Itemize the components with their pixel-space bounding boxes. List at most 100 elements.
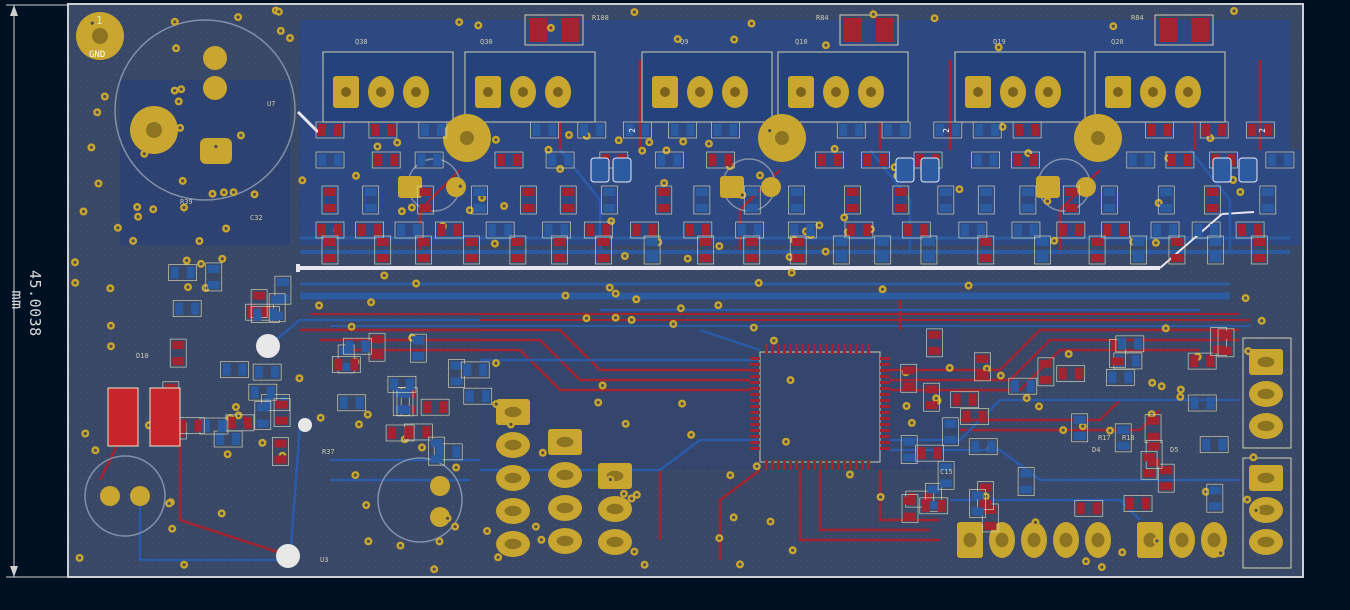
through-hole-pads[interactable] <box>200 46 1096 198</box>
smd-outline <box>519 185 537 215</box>
smd-pad <box>935 124 944 136</box>
blue-trace-segment <box>950 498 1141 521</box>
mounting-pads[interactable] <box>76 12 1122 543</box>
test-points[interactable] <box>256 334 312 568</box>
smd-pad <box>603 188 616 196</box>
ic-pin <box>831 460 834 470</box>
ic-pin <box>795 344 798 354</box>
red-trace-segment <box>300 328 750 372</box>
smd-pad <box>1073 431 1086 440</box>
blue-trace-segment <box>559 149 602 250</box>
highlighted-net-track[interactable] <box>296 110 1255 272</box>
smd-pad <box>420 124 429 136</box>
via-hole <box>1164 326 1168 330</box>
smd-outline <box>1199 121 1229 139</box>
smd-pad <box>1010 380 1019 393</box>
smd-pad <box>334 224 342 236</box>
smd-pad <box>1218 438 1227 451</box>
smd-pad <box>1254 224 1263 236</box>
smd-pad <box>894 204 907 212</box>
ic-pin <box>789 460 792 470</box>
smd-pad <box>1111 357 1124 366</box>
smd-pad <box>973 154 982 166</box>
smd-outline <box>958 221 988 239</box>
smd-outline <box>1115 335 1145 353</box>
ic-pin <box>880 399 890 402</box>
smd-outline <box>926 328 943 358</box>
smd-pad <box>1209 238 1222 246</box>
ic-pin <box>849 344 852 354</box>
via-hole <box>480 196 484 200</box>
smd-outline <box>387 375 417 393</box>
ic-pin <box>880 369 890 372</box>
ic-pin <box>880 405 890 408</box>
via-hole <box>151 207 155 211</box>
smd-pad <box>201 420 210 433</box>
via-hole <box>689 433 693 437</box>
smd-pad <box>863 154 872 166</box>
smd-pad <box>1220 330 1233 339</box>
smd-outline <box>433 443 463 461</box>
smd-outline <box>1062 185 1080 215</box>
smd-pad <box>968 393 977 406</box>
smd-pad <box>1039 375 1052 384</box>
ic-pin <box>771 460 774 470</box>
red-trace-segment <box>878 470 940 522</box>
via-hole <box>732 37 736 42</box>
header-pin-hole <box>1257 356 1275 368</box>
mosfet-pin-hole <box>376 87 386 97</box>
smd-pad <box>1021 204 1034 212</box>
smd-outline <box>623 121 652 139</box>
ic-pin <box>750 405 760 408</box>
header-outline <box>1242 457 1292 569</box>
smd-pad <box>1206 188 1219 196</box>
header-pin-hole <box>504 439 522 451</box>
pin-headers[interactable] <box>496 337 1292 569</box>
electrolytic-caps[interactable] <box>107 387 181 447</box>
smd-pad <box>894 188 907 196</box>
smd-outline <box>261 394 290 412</box>
mcu-chip[interactable] <box>750 344 890 470</box>
smd-pad <box>1264 124 1273 136</box>
smd-pad <box>1190 355 1199 368</box>
smd-pad <box>673 154 682 166</box>
smd-pad <box>1261 188 1274 196</box>
smd-pad <box>324 204 336 212</box>
via-hole <box>476 23 480 27</box>
ic-pin <box>807 460 810 470</box>
smd-pad <box>1169 224 1178 236</box>
via-hole <box>350 325 354 329</box>
mosfet-array[interactable] <box>322 14 1226 123</box>
red-trace-segment <box>818 470 930 532</box>
via-hole <box>260 441 264 445</box>
smd-pad <box>928 330 941 339</box>
via-hole <box>671 322 675 326</box>
blue-trace-segment <box>699 328 761 352</box>
via-hole <box>73 281 77 285</box>
smd-outline <box>273 398 291 427</box>
via-hole <box>1150 412 1154 416</box>
smd-pad <box>1267 154 1276 166</box>
smd-outline <box>1187 394 1217 412</box>
via-hole <box>842 215 846 220</box>
smd-pad <box>879 154 888 166</box>
smd-pad <box>625 124 634 136</box>
smd-pad <box>253 291 266 300</box>
via-hole <box>1219 551 1223 555</box>
smd-pad <box>939 188 952 196</box>
smd-outline <box>874 235 892 265</box>
via-hole <box>177 99 181 103</box>
via-hole <box>93 448 97 452</box>
via-hole <box>232 190 236 194</box>
smd-outline <box>1235 221 1265 239</box>
via-hole <box>1037 404 1041 408</box>
smd-pad <box>250 386 259 399</box>
mosfet-pin-hole <box>831 87 841 97</box>
via-hole <box>1155 539 1159 543</box>
ic-pin <box>819 460 822 470</box>
smd-pad <box>222 363 231 376</box>
blue-trace-segment <box>267 318 480 347</box>
smd-components[interactable] <box>158 121 1295 533</box>
smd-pad <box>1202 124 1211 136</box>
